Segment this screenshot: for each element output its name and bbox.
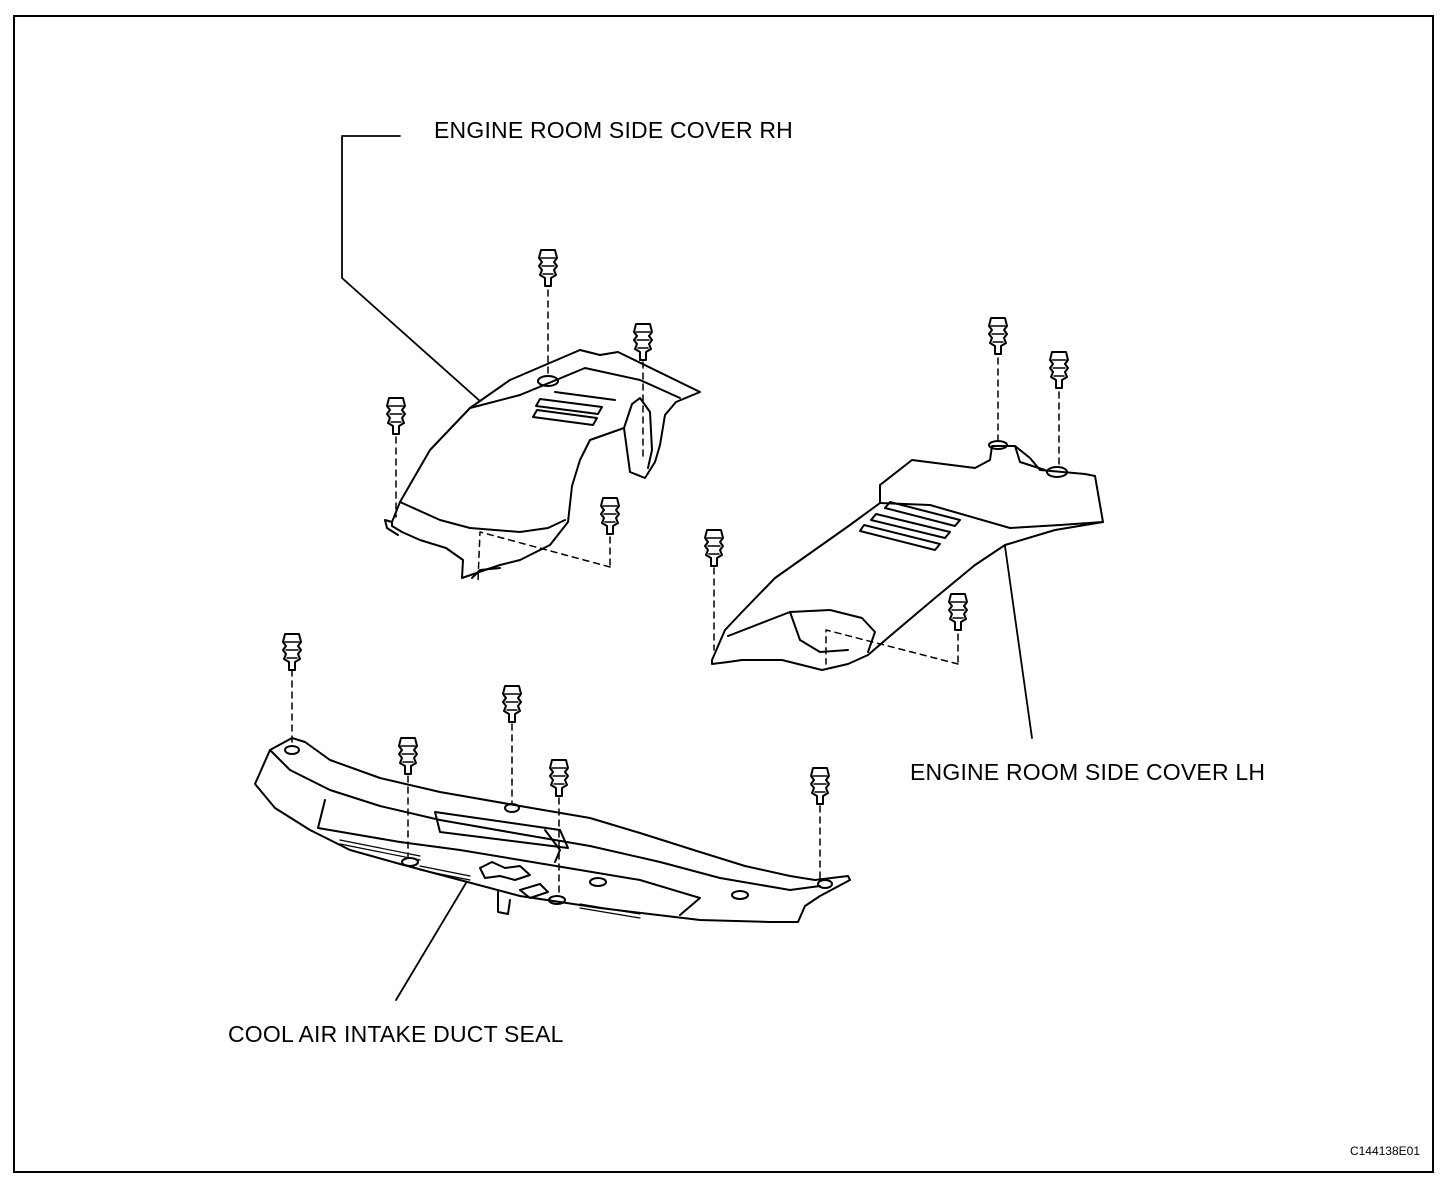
label-cool-air-intake-duct-seal: COOL AIR INTAKE DUCT SEAL	[228, 1021, 564, 1047]
seal-clips	[282, 633, 830, 897]
clip-icon	[600, 497, 620, 535]
label-engine-room-side-cover-rh: ENGINE ROOM SIDE COVER RH	[434, 117, 793, 143]
diagram-frame	[13, 15, 1434, 1173]
leader-lh	[1002, 531, 1033, 739]
clip-icon	[633, 323, 653, 361]
rh-clips	[386, 249, 653, 581]
engine-room-side-cover-lh	[711, 440, 1104, 671]
leader-lines	[341, 135, 1033, 1001]
clip-icon	[549, 759, 569, 797]
lh-clips	[704, 317, 1069, 665]
clip-icon	[810, 767, 830, 805]
leader-seal	[395, 882, 467, 1001]
clip-icon	[988, 317, 1008, 355]
leader-rh	[341, 135, 491, 411]
clip-icon	[948, 593, 968, 631]
clip-icon	[704, 529, 724, 567]
clip-icon	[282, 633, 302, 671]
clip-icon	[386, 397, 406, 435]
cool-air-intake-duct-seal	[254, 737, 851, 923]
clip-icon	[398, 737, 418, 775]
clip-icon	[538, 249, 558, 287]
clip-icon	[1049, 351, 1069, 389]
seal-hatching	[339, 839, 641, 919]
engine-room-side-cover-rh	[384, 349, 701, 579]
figure-code: C144138E01	[1349, 1144, 1420, 1158]
label-engine-room-side-cover-lh: ENGINE ROOM SIDE COVER LH	[910, 759, 1266, 785]
clip-icon	[502, 685, 522, 723]
